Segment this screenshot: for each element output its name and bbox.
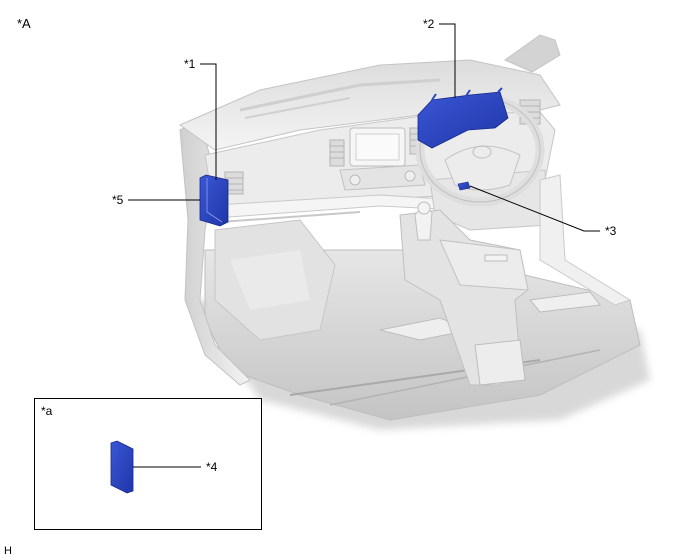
callout-label-5: *5 [112, 193, 124, 207]
callout-label-4: *4 [206, 460, 218, 474]
inset-detail-box: *a *4 [34, 398, 262, 530]
right-a-pillar [503, 34, 561, 73]
part-2-combination-meter [417, 91, 509, 149]
inset-illustration [110, 440, 201, 494]
leader-line-3 [469, 185, 600, 232]
dashboard-top [178, 59, 561, 151]
callout-label-1: *1 [184, 57, 196, 71]
view-label: *A [17, 16, 31, 31]
figure-code: H [4, 545, 12, 557]
leader-line-1 [200, 63, 217, 180]
callout-label-3: *3 [605, 224, 617, 238]
callout-label-2: *2 [423, 17, 435, 31]
inset-label: *a [41, 404, 53, 418]
part-4-module [110, 440, 134, 494]
leader-line-2 [439, 23, 456, 98]
part-3-connector [457, 181, 471, 191]
